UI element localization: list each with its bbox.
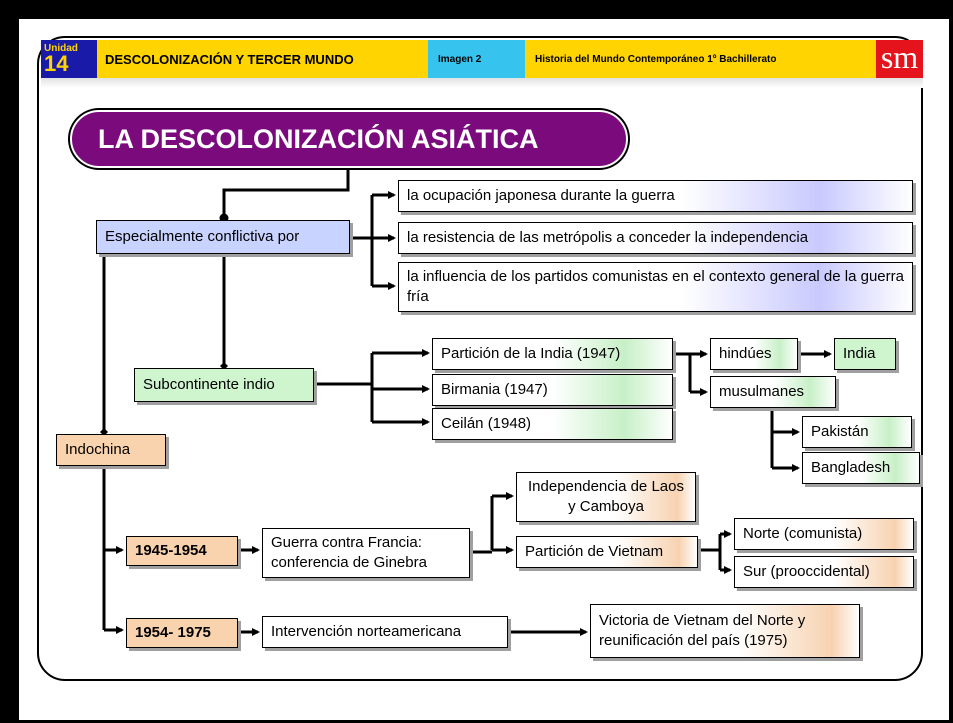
node-north-vietnam: Norte (comunista)	[734, 518, 914, 550]
node-conflictive: Especialmente conflictiva por	[96, 220, 350, 254]
node-india: India	[834, 338, 896, 370]
node-india-partition: Partición de la India (1947)	[432, 338, 673, 370]
node-laos-cambodia: Independencia de Laos y Camboya	[516, 472, 696, 522]
node-cause-communist-influence: la influencia de los partidos comunistas…	[398, 262, 913, 312]
node-vietnam-partition: Partición de Vietnam	[516, 536, 698, 568]
node-war-france: Guerra contra Francia: conferencia de Gi…	[262, 528, 470, 578]
node-indochina: Indochina	[56, 434, 166, 466]
node-bangladesh: Bangladesh	[802, 452, 920, 484]
node-period-1945-1954: 1945-1954	[126, 536, 238, 566]
unit-badge: Unidad 14	[41, 40, 97, 78]
publisher-logo: sm	[876, 40, 923, 78]
node-north-victory: Victoria de Vietnam del Norte y reunific…	[590, 604, 860, 658]
node-ceylon: Ceilán (1948)	[432, 408, 673, 440]
unit-label: Unidad	[44, 42, 78, 54]
course-label: Historia del Mundo Contemporáneo 1º Bach…	[525, 40, 876, 78]
line-title-conflictive	[222, 168, 350, 218]
node-subcontinent: Subcontinente indio	[134, 368, 314, 402]
image-label: Imagen 2	[428, 40, 525, 78]
node-period-1954-1975: 1954- 1975	[126, 618, 238, 648]
unit-title: DESCOLONIZACIÓN Y TERCER MUNDO	[97, 40, 428, 78]
node-south-vietnam: Sur (prooccidental)	[734, 556, 914, 588]
node-hindus: hindúes	[710, 338, 798, 370]
node-muslims: musulmanes	[710, 376, 836, 408]
node-burma: Birmania (1947)	[432, 374, 673, 406]
node-us-intervention: Intervención norteamericana	[262, 616, 508, 648]
node-cause-metropolis-resistance: la resistencia de las metrópolis a conce…	[398, 222, 913, 254]
header-shadow	[41, 78, 923, 88]
diagram-title: LA DESCOLONIZACIÓN ASIÁTICA	[70, 110, 628, 168]
node-pakistan: Pakistán	[802, 416, 912, 448]
unit-number: 14	[44, 50, 69, 76]
node-cause-japanese-occupation: la ocupación japonesa durante la guerra	[398, 180, 913, 212]
